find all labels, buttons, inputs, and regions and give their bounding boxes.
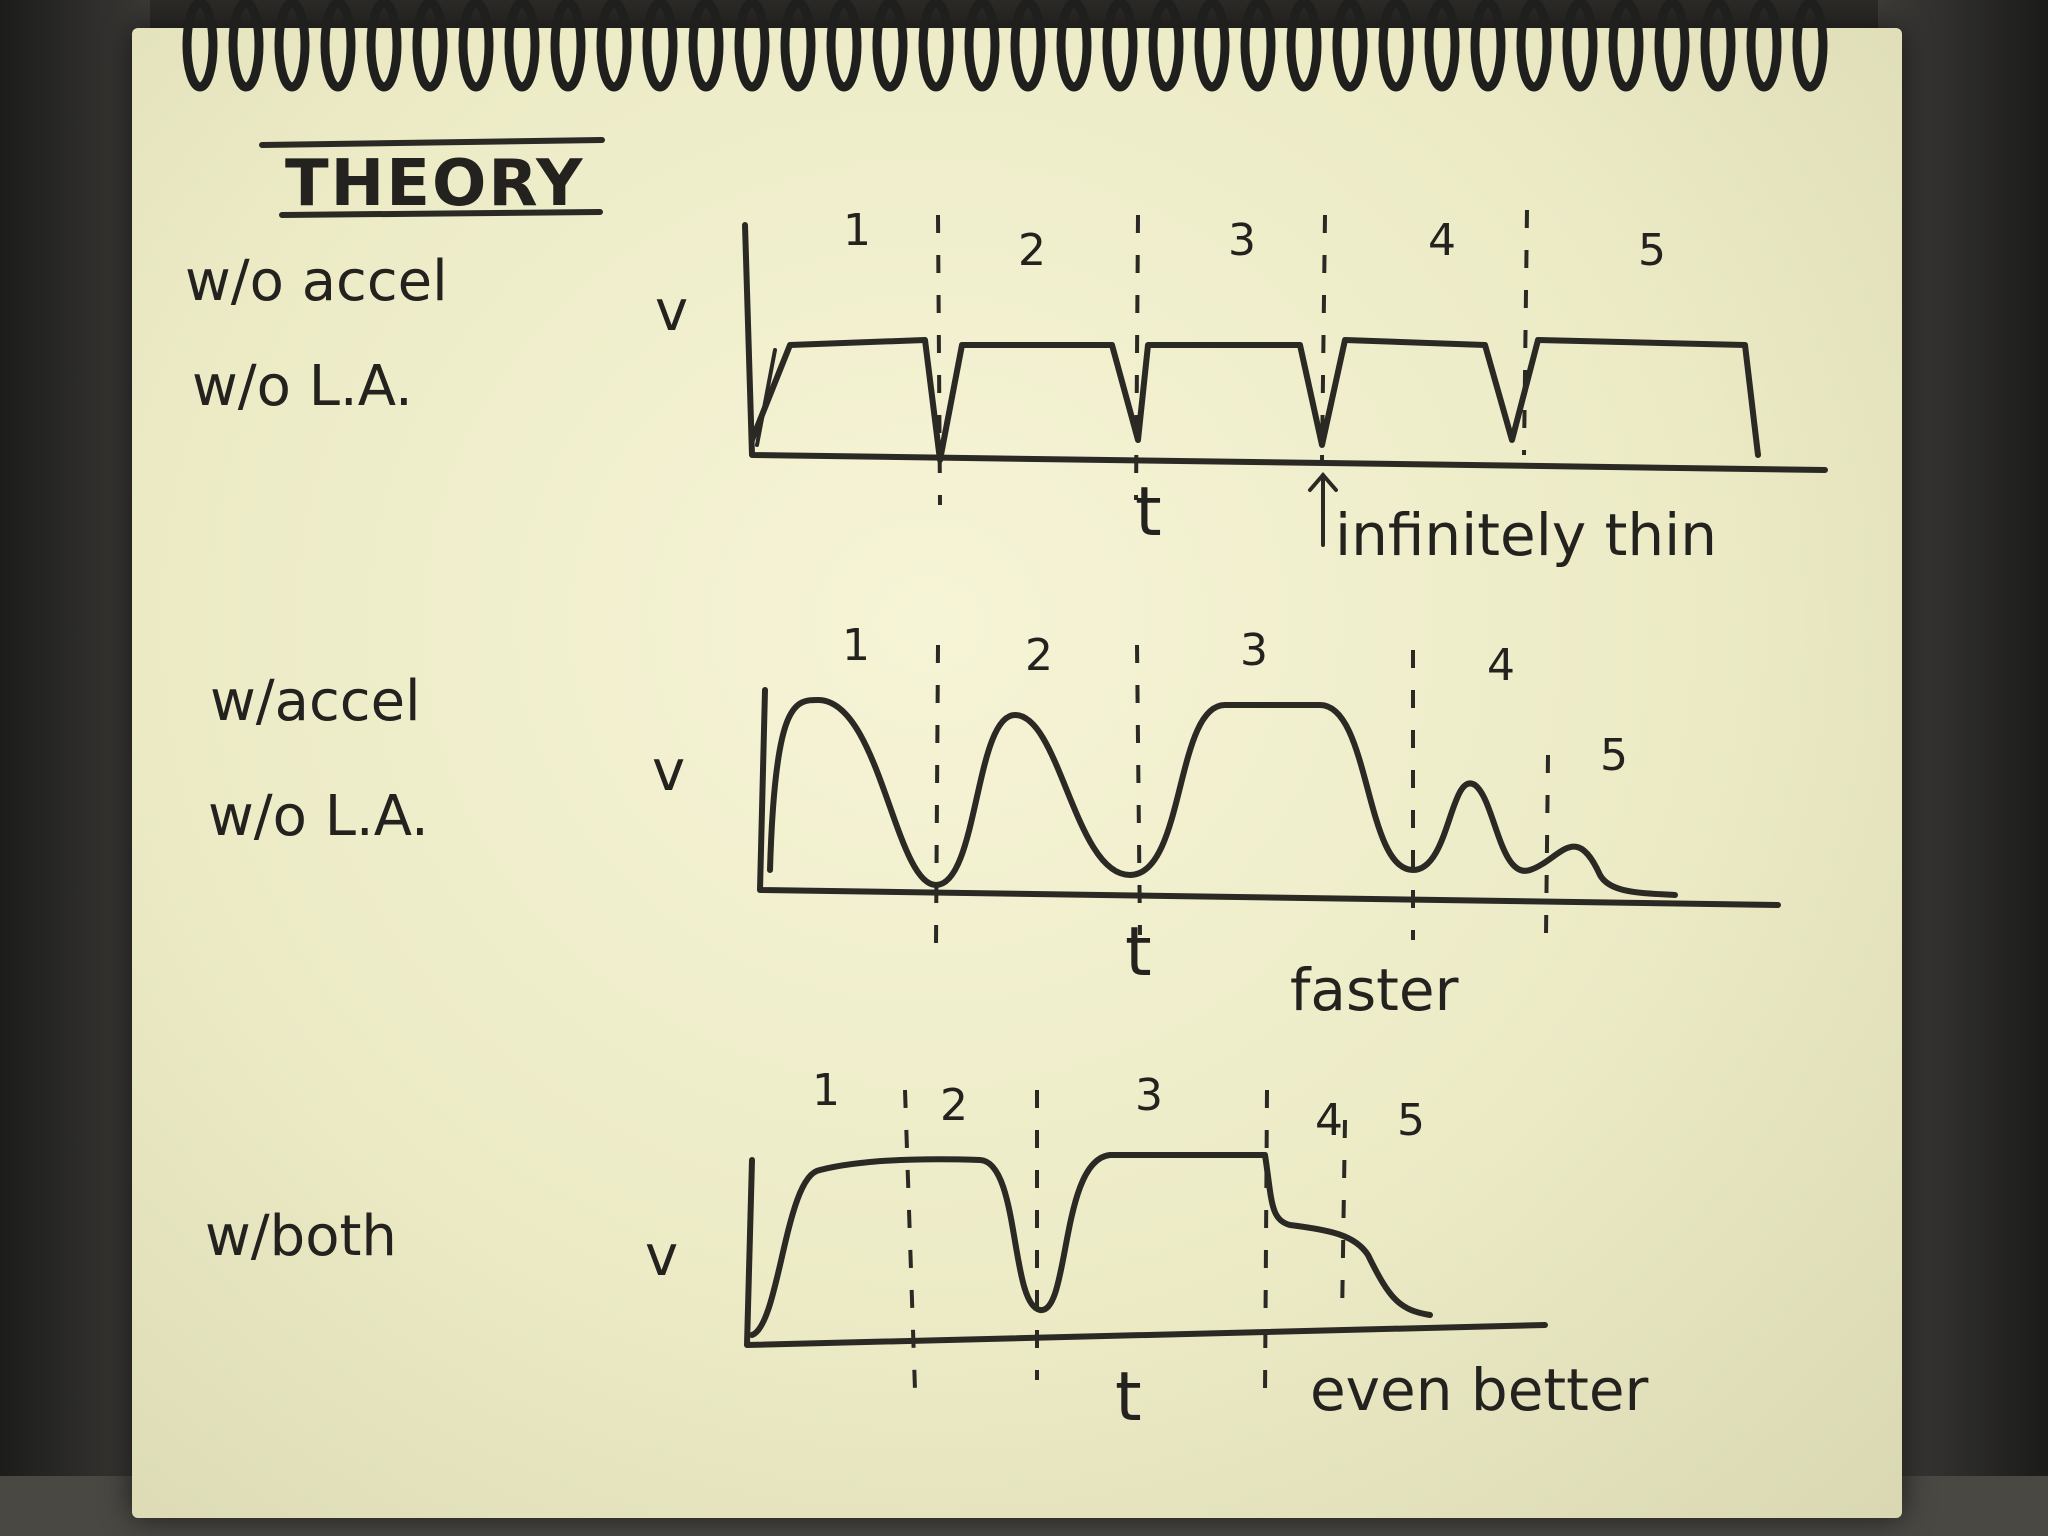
spiral-ring <box>1608 0 1644 92</box>
panel-1-annotation: infinitely thin <box>1335 501 1717 569</box>
panel-3-divider-3 <box>1263 1089 1269 1396</box>
panel-3-axes <box>744 1157 1548 1348</box>
panel-3: w/both v 1 2 3 4 5 t even better <box>205 1065 1649 1437</box>
spiral-ring <box>1792 0 1828 92</box>
spiral-ring <box>734 0 770 92</box>
spiral-ring <box>964 0 1000 92</box>
panel-1-y-axis-label: v <box>655 279 688 344</box>
background-right <box>1878 0 2048 1536</box>
title-group: THEORY <box>259 137 605 221</box>
spiral-ring <box>688 0 724 92</box>
spiral-ring <box>872 0 908 92</box>
spiral-ring <box>826 0 862 92</box>
panel-3-divider-1 <box>903 1089 917 1391</box>
spiral-ring <box>1378 0 1414 92</box>
panel-3-segment-1: 1 <box>812 1065 840 1116</box>
panel-1: w/o accel w/o L.A. v 1 2 3 4 5 t infinit… <box>185 205 1828 569</box>
panel-1-segment-5: 5 <box>1638 225 1666 276</box>
panel-1-velocity-curve <box>749 337 1761 463</box>
panel-1-label-2: w/o L.A. <box>192 354 413 419</box>
spiral-ring <box>1470 0 1506 92</box>
panel-1-ramp-stroke <box>755 348 777 447</box>
panel-2-label-2: w/o L.A. <box>208 784 429 849</box>
spiral-ring <box>780 0 816 92</box>
spiral-ring <box>1516 0 1552 92</box>
spiral-ring <box>1332 0 1368 92</box>
panel-1-label-1: w/o accel <box>185 249 448 314</box>
panel-3-segment-2: 2 <box>940 1080 968 1131</box>
spiral-ring <box>550 0 586 92</box>
spiral-binding <box>182 0 1828 92</box>
spiral-ring <box>642 0 678 92</box>
panel-3-segment-3: 3 <box>1135 1070 1163 1121</box>
panel-1-divider-4 <box>1522 209 1529 456</box>
panel-3-y-axis-label: v <box>645 1224 678 1289</box>
spiral-ring <box>320 0 356 92</box>
panel-1-divider-2 <box>1134 214 1140 501</box>
panel-2-axes <box>757 687 1781 908</box>
panel-2-segment-5: 5 <box>1600 730 1628 781</box>
panel-1-segment-3: 3 <box>1228 215 1256 266</box>
spiral-ring <box>1194 0 1230 92</box>
panel-2-divider-1 <box>934 644 940 946</box>
spiral-ring <box>1240 0 1276 92</box>
panel-2-segment-3: 3 <box>1240 625 1268 676</box>
panel-1-segment-1: 1 <box>843 205 871 256</box>
spiral-ring <box>1654 0 1690 92</box>
panel-2-segment-1: 1 <box>842 620 870 671</box>
panel-3-x-axis-label: t <box>1115 1358 1142 1437</box>
spiral-ring <box>504 0 540 92</box>
panel-2-segment-2: 2 <box>1025 630 1053 681</box>
spiral-ring <box>918 0 954 92</box>
panel-1-annotation-arrow <box>1308 471 1338 547</box>
panel-3-label-1: w/both <box>205 1204 397 1269</box>
panel-1-segment-4: 4 <box>1428 215 1456 266</box>
panel-2: w/accel w/o L.A. v 1 2 3 4 5 t faster <box>208 620 1781 1024</box>
spiral-ring <box>1746 0 1782 92</box>
panel-1-divider-3 <box>1320 214 1327 461</box>
panel-2-label-1: w/accel <box>210 669 421 734</box>
spiral-ring <box>412 0 448 92</box>
panel-2-velocity-curve <box>767 697 1678 898</box>
spiral-ring <box>1286 0 1322 92</box>
notebook-page <box>132 28 1902 1518</box>
panel-3-divider-4 <box>1340 1119 1347 1321</box>
spiral-ring <box>1010 0 1046 92</box>
panel-3-segment-4: 4 <box>1315 1095 1343 1146</box>
panel-1-axes <box>742 222 1828 473</box>
panel-3-segment-5: 5 <box>1397 1095 1425 1146</box>
spiral-ring <box>1562 0 1598 92</box>
panel-2-annotation: faster <box>1290 956 1459 1024</box>
panel-2-divider-4 <box>1544 754 1550 936</box>
spiral-ring <box>1102 0 1138 92</box>
spiral-ring <box>596 0 632 92</box>
page-title: THEORY <box>285 147 584 221</box>
spiral-ring <box>1056 0 1092 92</box>
spiral-ring <box>274 0 310 92</box>
panel-3-annotation: even better <box>1310 1356 1649 1424</box>
spiral-ring <box>458 0 494 92</box>
spiral-ring <box>228 0 264 92</box>
panel-2-segment-4: 4 <box>1487 640 1515 691</box>
panel-2-divider-2 <box>1135 644 1142 936</box>
spiral-ring <box>182 0 218 92</box>
background-left <box>0 0 150 1536</box>
panel-2-x-axis-label: t <box>1125 913 1152 992</box>
panel-3-velocity-curve <box>749 1152 1433 1338</box>
title-overline <box>259 137 605 148</box>
spiral-ring <box>366 0 402 92</box>
panel-1-segment-2: 2 <box>1018 225 1046 276</box>
panel-2-y-axis-label: v <box>652 739 685 804</box>
title-underline <box>279 209 603 218</box>
spiral-ring <box>1424 0 1460 92</box>
spiral-ring <box>1700 0 1736 92</box>
spiral-ring <box>1148 0 1184 92</box>
panel-1-x-axis-label: t <box>1135 473 1162 552</box>
